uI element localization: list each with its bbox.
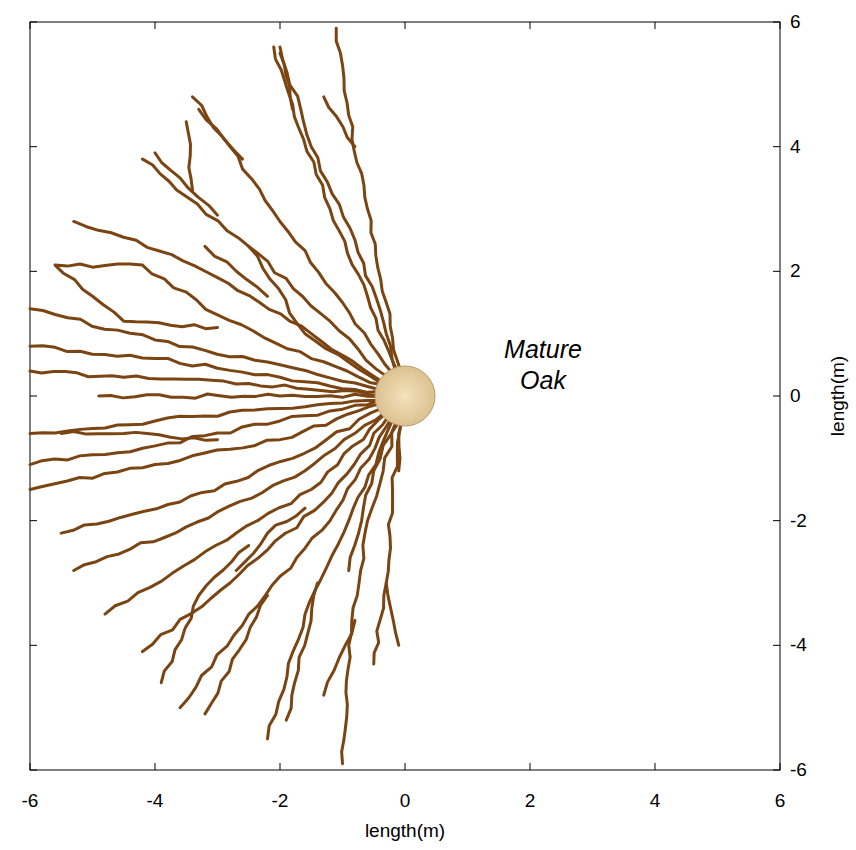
axis-ticks xyxy=(30,22,780,770)
root-line xyxy=(236,508,305,570)
root-line xyxy=(374,583,387,664)
axis-title: length(m) xyxy=(828,356,849,436)
plot-frame xyxy=(30,22,780,770)
root-line xyxy=(30,396,405,490)
root-line xyxy=(336,28,405,396)
root-line xyxy=(280,47,405,396)
tick-label: 2 xyxy=(790,261,801,282)
root-line xyxy=(30,346,405,396)
tick-label: -6 xyxy=(22,791,39,812)
root-line xyxy=(61,432,217,441)
tick-label: 4 xyxy=(650,791,661,812)
tick-label: -2 xyxy=(790,510,807,531)
root-line xyxy=(186,122,192,191)
tick-label: 2 xyxy=(525,791,536,812)
root-line xyxy=(30,309,405,396)
tick-label: 6 xyxy=(790,12,801,33)
root-line xyxy=(205,595,268,713)
root-line xyxy=(324,97,355,147)
root-line xyxy=(155,153,218,215)
root-line xyxy=(268,396,406,739)
root-line xyxy=(342,396,405,764)
root-line xyxy=(274,47,405,396)
root-line xyxy=(286,583,317,720)
root-line xyxy=(30,371,405,396)
root-line xyxy=(74,396,405,571)
root-line xyxy=(180,396,405,708)
root-line xyxy=(249,246,405,396)
tick-label: 0 xyxy=(400,791,411,812)
root-system xyxy=(30,28,405,764)
tick-label: 6 xyxy=(775,791,786,812)
axis-title: length(m) xyxy=(365,821,445,842)
root-line xyxy=(199,109,243,159)
tick-label: 4 xyxy=(790,136,801,157)
tick-label: 0 xyxy=(790,386,801,407)
root-line xyxy=(161,546,249,683)
tick-label: -2 xyxy=(272,791,289,812)
root-line xyxy=(99,394,405,398)
root-line xyxy=(324,620,355,695)
root-line xyxy=(205,246,268,296)
tree-label: Mature Oak xyxy=(483,334,603,397)
tick-label: -4 xyxy=(147,791,164,812)
oak-trunk xyxy=(375,366,435,426)
tick-label: -4 xyxy=(790,635,807,656)
tick-label: -6 xyxy=(790,760,807,781)
root-line xyxy=(386,396,405,645)
root-line xyxy=(74,221,405,396)
